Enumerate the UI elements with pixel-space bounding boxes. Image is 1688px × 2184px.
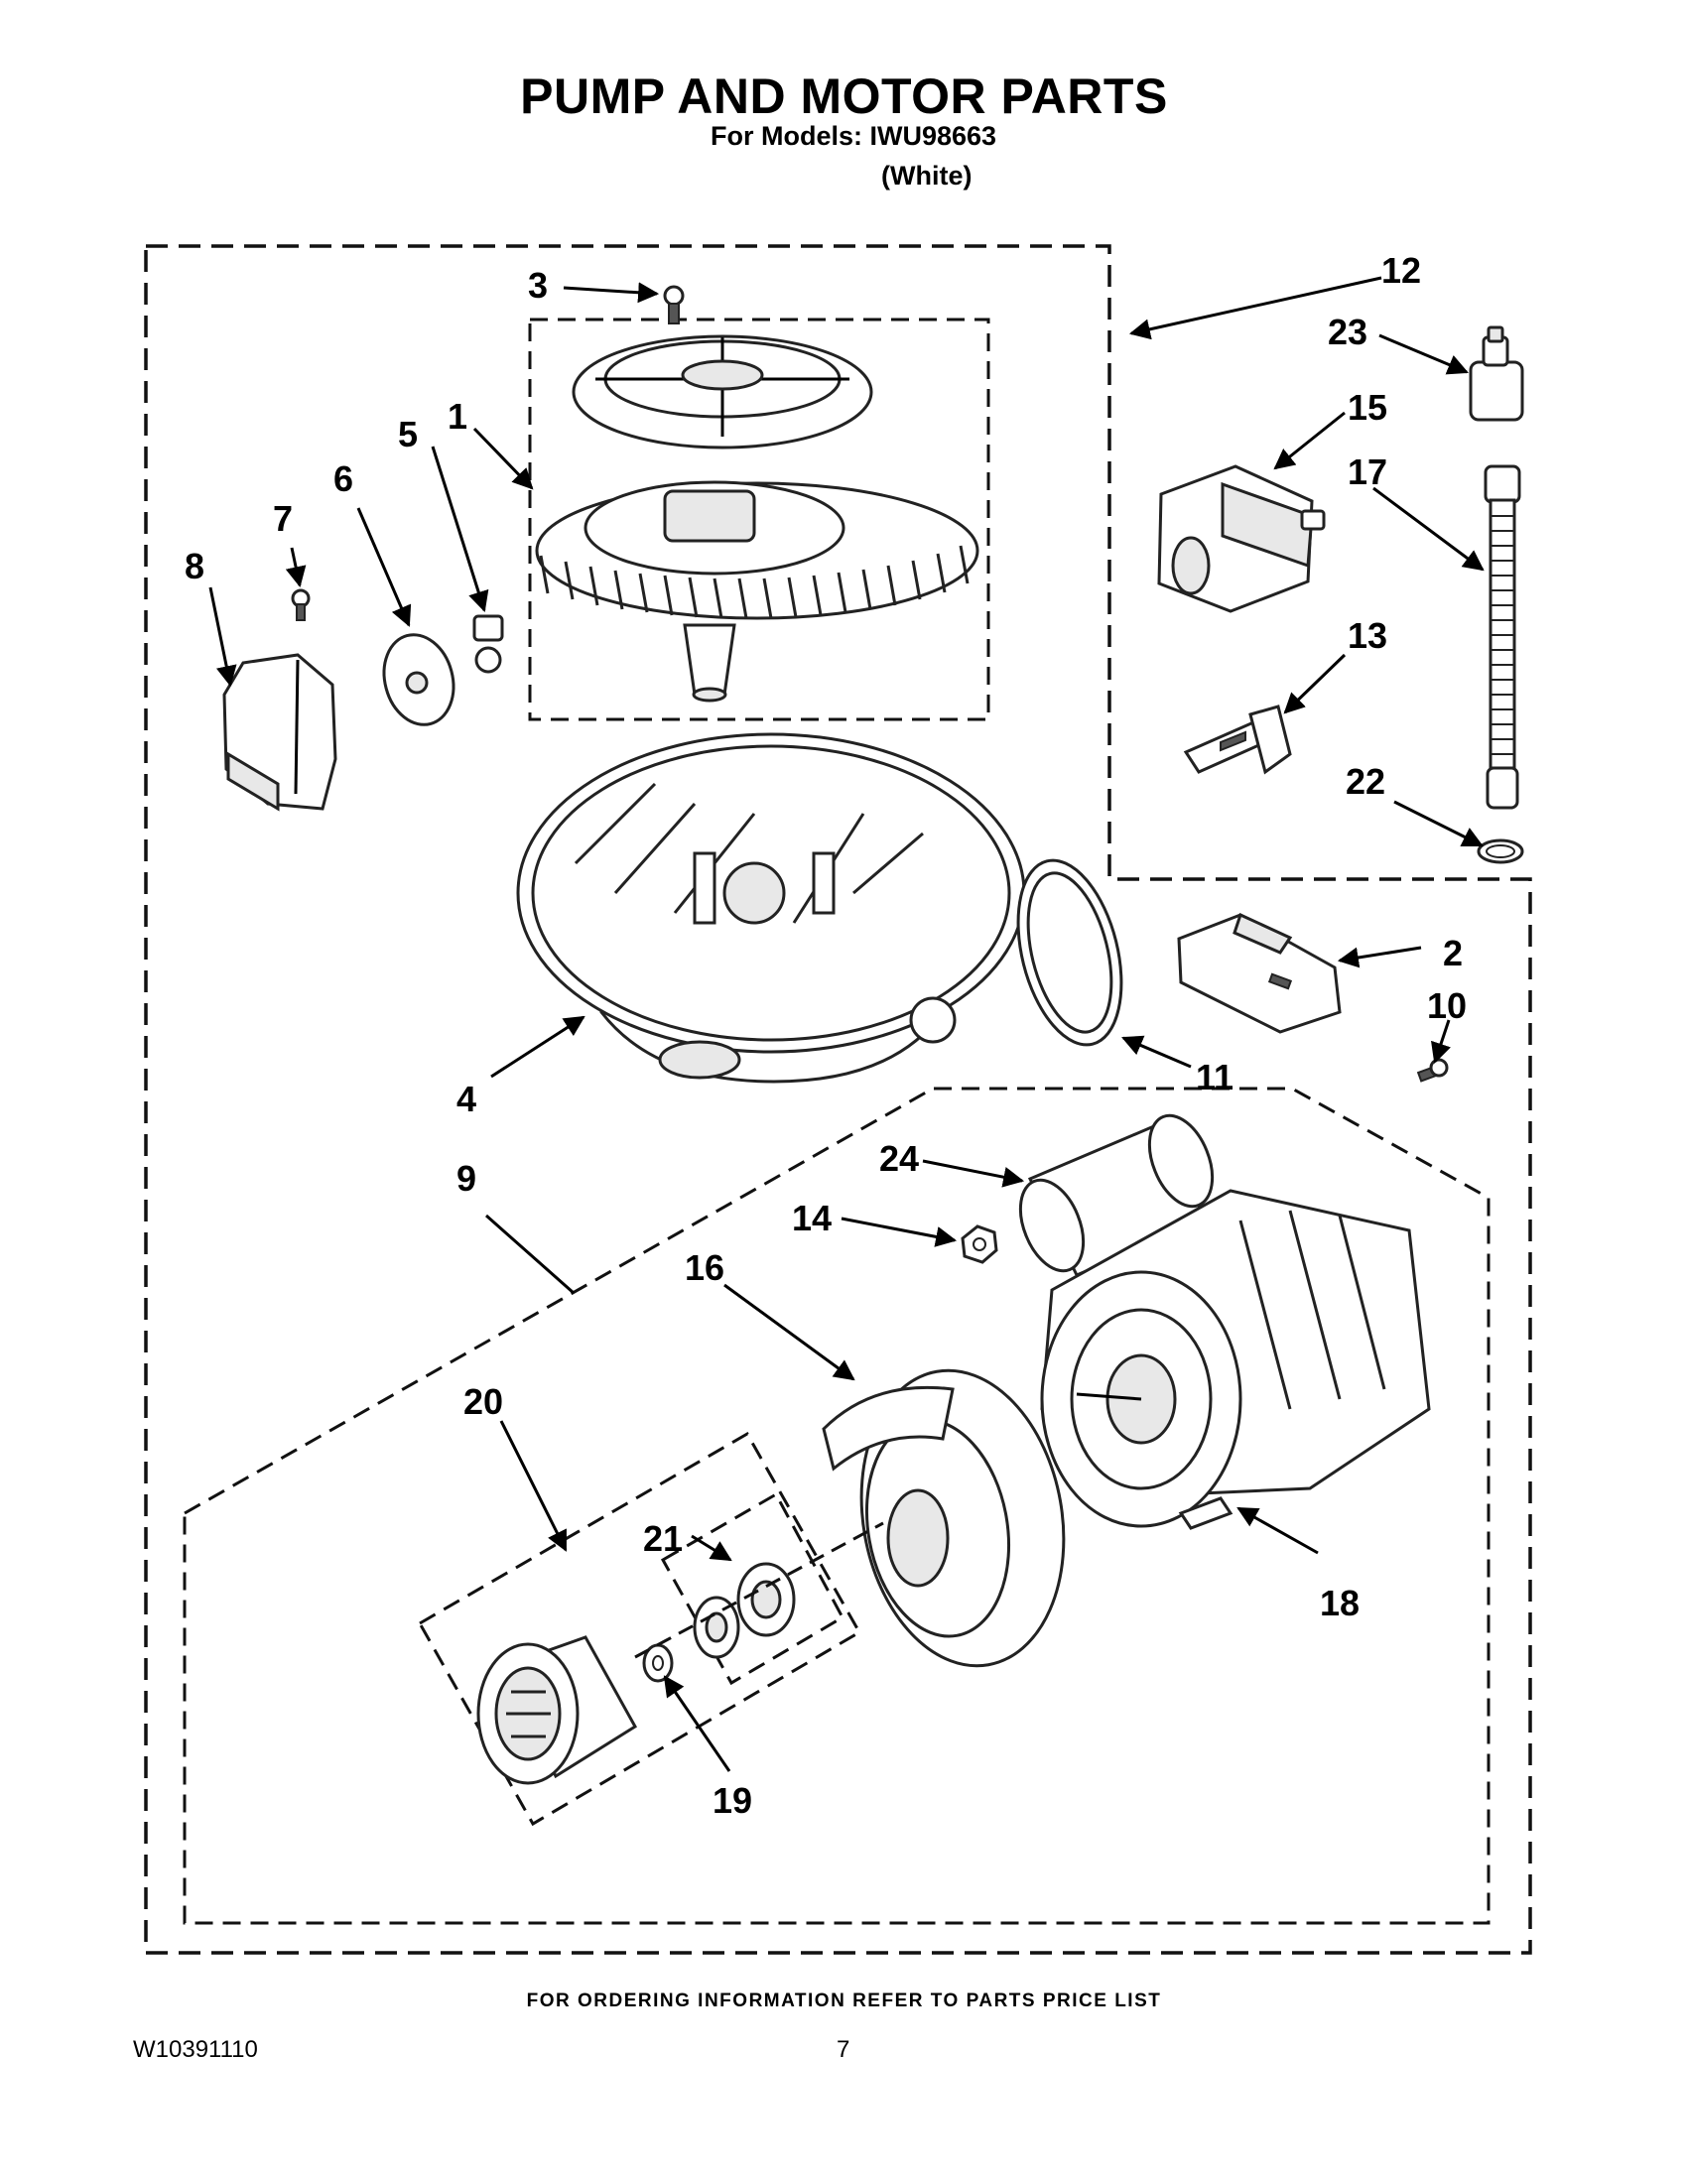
callout-24: 24 bbox=[879, 1138, 919, 1179]
spray-arm-group-outline bbox=[528, 318, 990, 721]
model-subtitle: For Models: IWU98663 bbox=[711, 121, 997, 151]
callout-numbers: 3 1 5 6 7 8 4 9 12 23 15 17 13 22 2 10 1… bbox=[185, 250, 1467, 1821]
callout-17: 17 bbox=[1348, 451, 1387, 492]
callout-3: 3 bbox=[528, 265, 548, 306]
callout-16: 16 bbox=[685, 1247, 724, 1288]
screw-part-10 bbox=[1416, 1058, 1449, 1083]
clip-part-5 bbox=[472, 614, 504, 674]
filter-assembly-part-1 bbox=[535, 334, 979, 703]
hose-part-17 bbox=[1484, 464, 1521, 810]
outer-assembly-outline bbox=[144, 244, 1532, 1955]
model-variant: (White) bbox=[881, 161, 973, 191]
callout-7: 7 bbox=[273, 498, 293, 539]
screw-part-7 bbox=[291, 588, 311, 621]
ordering-note: FOR ORDERING INFORMATION REFER TO PARTS … bbox=[526, 1991, 1162, 2011]
assembly-axis-line bbox=[634, 1521, 884, 1659]
seal-part-21 bbox=[693, 1562, 796, 1659]
callout-1: 1 bbox=[448, 396, 467, 437]
callout-19: 19 bbox=[713, 1780, 752, 1821]
clamp-part-22 bbox=[1477, 838, 1524, 864]
leader-arrows bbox=[208, 276, 1485, 1772]
callout-9: 9 bbox=[456, 1158, 476, 1199]
sensor-part-23 bbox=[1469, 325, 1524, 422]
callout-18: 18 bbox=[1320, 1583, 1360, 1623]
page-title: PUMP AND MOTOR PARTS bbox=[520, 68, 1168, 124]
pump-housing-part-16 bbox=[822, 1368, 1066, 1668]
callout-2: 2 bbox=[1443, 933, 1463, 973]
callout-5: 5 bbox=[398, 414, 418, 454]
impeller-kit-outline bbox=[417, 1431, 862, 1827]
callout-21: 21 bbox=[643, 1518, 683, 1559]
document-number: W10391110 bbox=[133, 2036, 258, 2063]
callout-15: 15 bbox=[1348, 387, 1387, 428]
callout-13: 13 bbox=[1348, 615, 1387, 656]
callout-10: 10 bbox=[1427, 985, 1467, 1026]
callout-12: 12 bbox=[1381, 250, 1421, 291]
housing-part-8 bbox=[222, 653, 337, 812]
screw-part-3 bbox=[663, 285, 685, 324]
callout-23: 23 bbox=[1328, 312, 1367, 352]
gasket-part-11 bbox=[1016, 858, 1123, 1047]
callout-11: 11 bbox=[1196, 1057, 1234, 1097]
pump-motor-group-outline bbox=[183, 1087, 1491, 1925]
sump-part-4 bbox=[516, 732, 1026, 1084]
callout-8: 8 bbox=[185, 546, 204, 586]
callout-6: 6 bbox=[333, 458, 353, 499]
lever-part-13 bbox=[1183, 705, 1292, 775]
impeller-part-20 bbox=[476, 1635, 638, 1785]
valve-part-15 bbox=[1157, 464, 1326, 613]
callout-4: 4 bbox=[456, 1079, 476, 1119]
callout-22: 22 bbox=[1346, 761, 1385, 802]
callout-14: 14 bbox=[792, 1198, 832, 1238]
motor-part-18 bbox=[1040, 1189, 1431, 1530]
page-number: 7 bbox=[837, 2036, 850, 2063]
cover-part-2 bbox=[1177, 912, 1342, 1034]
callout-20: 20 bbox=[463, 1381, 503, 1422]
disc-part-6 bbox=[382, 633, 455, 726]
nut-part-14 bbox=[961, 1224, 998, 1264]
